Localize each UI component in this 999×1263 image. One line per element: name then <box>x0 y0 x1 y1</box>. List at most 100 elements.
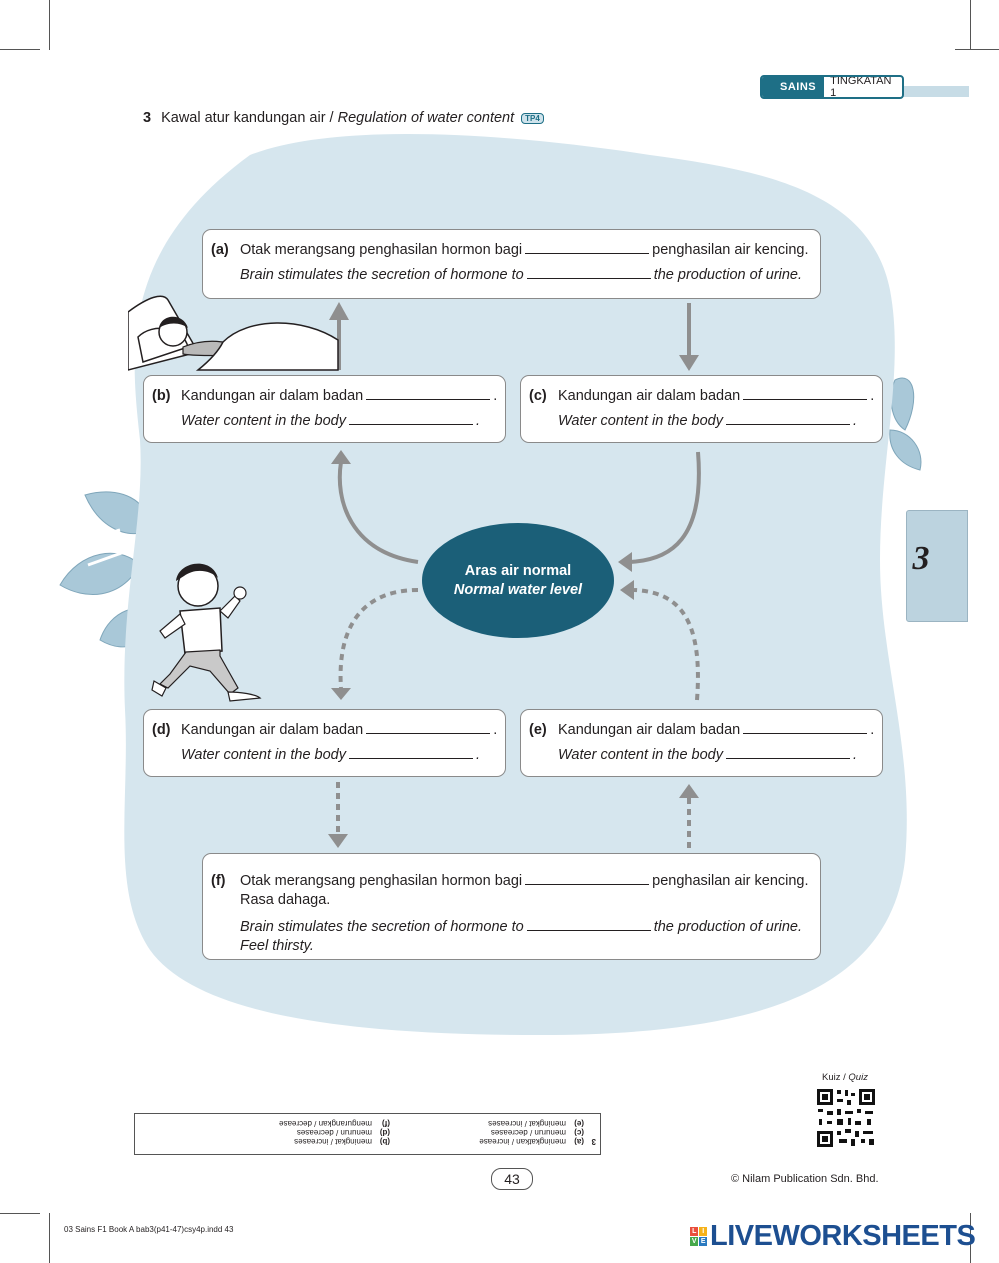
answer-d: menurun / decreases <box>296 1128 372 1137</box>
box-f-en-suffix: the production of urine. <box>653 919 803 935</box>
tp-badge: TP4 <box>521 112 544 124</box>
box-d-en-text: Water content in the body <box>181 747 346 763</box>
answer-question-number: 3 <box>591 1137 596 1146</box>
icon-letter-v: V <box>690 1237 698 1246</box>
period: . <box>870 388 875 404</box>
box-b-blank-en[interactable] <box>348 410 473 425</box>
box-c: (c) Kandungan air dalam badan. Water cont… <box>520 375 883 443</box>
running-boy-illustration <box>151 563 262 702</box>
box-e-en-text: Water content in the body <box>558 747 723 763</box>
crop-mark <box>970 1213 971 1263</box>
box-a-ms-suffix: penghasilan air kencing. <box>652 242 809 258</box>
box-d-blank-ms[interactable] <box>366 719 491 734</box>
subject-tag: SAINS TINGKATAN 1 <box>760 75 904 99</box>
level-label: TINGKATAN 1 <box>830 75 892 99</box>
box-f-blank-ms[interactable] <box>525 870 650 885</box>
box-f: (f) Otak merangsang penghasilan hormon ba… <box>202 853 821 960</box>
period: . <box>852 413 858 429</box>
qr-code-icon[interactable] <box>815 1087 877 1149</box>
box-f-label: (f) <box>211 873 226 889</box>
center-label-ms: Aras air normal <box>464 562 572 579</box>
answer-e: meningkat / increases <box>488 1119 566 1128</box>
question-title-en: Regulation of water content <box>337 110 515 126</box>
box-f-ms-suffix: penghasilan air kencing. <box>652 873 809 889</box>
answer-a: meningkatkan / increase <box>479 1137 566 1146</box>
question-heading: 3 Kawal atur kandungan air / Regulation o… <box>143 110 544 126</box>
liveworksheets-wordmark: LIVEWORKSHEETS <box>710 1220 976 1252</box>
period: . <box>493 722 498 738</box>
leaf-decoration-right <box>889 377 922 471</box>
subject-label: SAINS <box>762 77 825 97</box>
chapter-number: 3 <box>912 540 930 577</box>
box-a-blank-en[interactable] <box>526 264 651 279</box>
box-d-ms-text: Kandungan air dalam badan <box>181 722 364 738</box>
question-number: 3 <box>143 110 152 126</box>
box-b-blank-ms[interactable] <box>366 385 491 400</box>
page-number: 43 <box>491 1168 533 1190</box>
box-f-en-text: Brain stimulates the secretion of hormon… <box>240 919 524 935</box>
question-title-ms: Kawal atur kandungan air / <box>161 110 338 126</box>
quiz-label-en: Quiz <box>848 1072 868 1083</box>
box-a-blank-ms[interactable] <box>525 239 650 254</box>
center-label-en: Normal water level <box>453 581 583 598</box>
box-f-ms-extra: Rasa dahaga. <box>240 892 331 908</box>
chapter-side-tab <box>906 510 968 622</box>
copyright-text: © Nilam Publication Sdn. Bhd. <box>731 1173 879 1185</box>
period: . <box>493 388 498 404</box>
box-a-ms-text: Otak merangsang penghasilan hormon bagi <box>240 242 523 258</box>
period: . <box>852 747 858 763</box>
liveworksheets-logo: L I V E LIVEWORKSHEETS <box>690 1220 976 1253</box>
answer-d-label: (d) <box>379 1128 390 1137</box>
normal-water-level-node: Aras air normal Normal water level <box>422 523 614 638</box>
box-f-blank-en[interactable] <box>526 916 651 931</box>
answer-b-label: (b) <box>379 1137 390 1146</box>
box-a: (a) Otak merangsang penghasilan hormon ba… <box>202 229 821 299</box>
icon-letter-e: E <box>699 1237 707 1246</box>
sleeping-boy-illustration <box>128 295 339 371</box>
box-e-blank-en[interactable] <box>725 744 850 759</box>
solid-arrows <box>337 303 701 564</box>
box-a-en-suffix: the production of urine. <box>653 267 803 283</box>
period: . <box>475 413 481 429</box>
period: . <box>870 722 875 738</box>
answer-key: 3 (a) meningkatkan / increase (b) mening… <box>134 1113 601 1155</box>
box-c-blank-ms[interactable] <box>743 385 868 400</box>
box-c-ms-text: Kandungan air dalam badan <box>558 388 741 404</box>
answer-b: meningkat / increases <box>294 1137 372 1146</box>
icon-letter-l: L <box>690 1227 698 1236</box>
answer-c: menurun / decreases <box>490 1128 566 1137</box>
box-d: (d) Kandungan air dalam badan. Water cont… <box>143 709 506 777</box>
dotted-arrows <box>336 588 700 848</box>
crop-mark <box>970 0 971 50</box>
box-c-en-text: Water content in the body <box>558 413 723 429</box>
box-b-label: (b) <box>152 388 171 404</box>
box-e-ms-text: Kandungan air dalam badan <box>558 722 741 738</box>
quiz-label: Kuiz / Quiz <box>822 1072 868 1083</box>
box-a-label: (a) <box>211 242 229 258</box>
box-c-blank-en[interactable] <box>725 410 850 425</box>
icon-letter-i: I <box>699 1227 707 1236</box>
answer-f-label: (f) <box>382 1119 390 1128</box>
answer-c-label: (c) <box>574 1128 584 1137</box>
answer-a-label: (a) <box>574 1137 584 1146</box>
header-strip <box>895 86 969 97</box>
box-b-ms-text: Kandungan air dalam badan <box>181 388 364 404</box>
footer-filename: 03 Sains F1 Book A bab3(p41-47)csy4p.ind… <box>64 1225 234 1234</box>
quiz-label-ms: Kuiz / <box>822 1072 849 1083</box>
answer-f: mengurangkan / decrease <box>279 1119 372 1128</box>
crop-mark <box>0 49 40 50</box>
box-d-label: (d) <box>152 722 171 738</box>
period: . <box>475 747 481 763</box>
box-f-en-extra: Feel thirsty. <box>240 938 314 954</box>
box-c-label: (c) <box>529 388 547 404</box>
box-e: (e)Kandungan air dalam badan. Water cont… <box>520 709 883 777</box>
crop-mark <box>0 1213 40 1214</box>
box-f-ms-text: Otak merangsang penghasilan hormon bagi <box>240 873 523 889</box>
answer-e-label: (e) <box>574 1119 584 1128</box>
box-e-blank-ms[interactable] <box>743 719 868 734</box>
crop-mark <box>955 49 999 50</box>
crop-mark <box>49 1213 50 1263</box>
box-b: (b)Kandungan air dalam badan. Water cont… <box>143 375 506 443</box>
box-a-en-text: Brain stimulates the secretion of hormon… <box>240 267 524 283</box>
box-d-blank-en[interactable] <box>348 744 473 759</box>
